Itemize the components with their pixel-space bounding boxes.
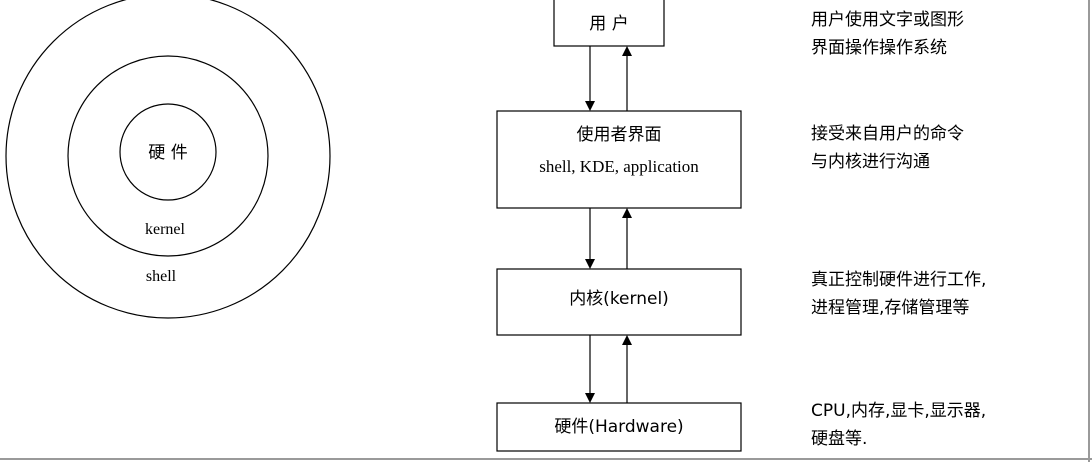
frame-border-bottom bbox=[0, 458, 1092, 460]
description-line: 与内核进行沟通 bbox=[811, 152, 930, 172]
description-line: 用户使用文字或图形 bbox=[811, 10, 964, 30]
hardware-circle bbox=[119, 103, 217, 201]
description-line: 真正控制硬件进行工作, bbox=[811, 270, 987, 290]
hardware-description: CPU,内存,显卡,显示器, 硬盘等. bbox=[811, 397, 986, 453]
kernel-description: 真正控制硬件进行工作, 进程管理,存储管理等 bbox=[811, 266, 986, 322]
user-interface-box-sublabel: shell, KDE, application bbox=[539, 157, 699, 176]
user-description: 用户使用文字或图形 界面操作操作系统 bbox=[811, 6, 964, 62]
hardware-box-label: 硬件(Hardware) bbox=[554, 417, 684, 437]
description-line: 界面操作操作系统 bbox=[811, 38, 947, 58]
kernel-box-label: 内核(kernel) bbox=[569, 289, 669, 309]
description-line: 接受来自用户的命令 bbox=[811, 124, 964, 144]
user-interface-box bbox=[496, 110, 742, 209]
user-interface-description: 接受来自用户的命令 与内核进行沟通 bbox=[811, 120, 964, 176]
hardware-circle-label: 硬 件 bbox=[148, 143, 187, 163]
user-interface-box-label: 使用者界面 bbox=[576, 125, 662, 145]
frame-border-right bbox=[1088, 0, 1090, 462]
user-box-label: 用 户 bbox=[589, 14, 629, 34]
user-box bbox=[553, 0, 665, 47]
kernel-circle bbox=[67, 55, 269, 257]
description-line: CPU,内存,显卡,显示器, bbox=[811, 401, 987, 421]
hardware-box bbox=[496, 402, 742, 452]
kernel-circle-label: kernel bbox=[145, 221, 186, 238]
description-line: 进程管理,存储管理等 bbox=[811, 298, 970, 318]
shell-circle-label: shell bbox=[146, 268, 177, 285]
description-line: 硬盘等. bbox=[811, 429, 868, 449]
shell-circle bbox=[5, 0, 331, 319]
kernel-box bbox=[496, 268, 742, 336]
